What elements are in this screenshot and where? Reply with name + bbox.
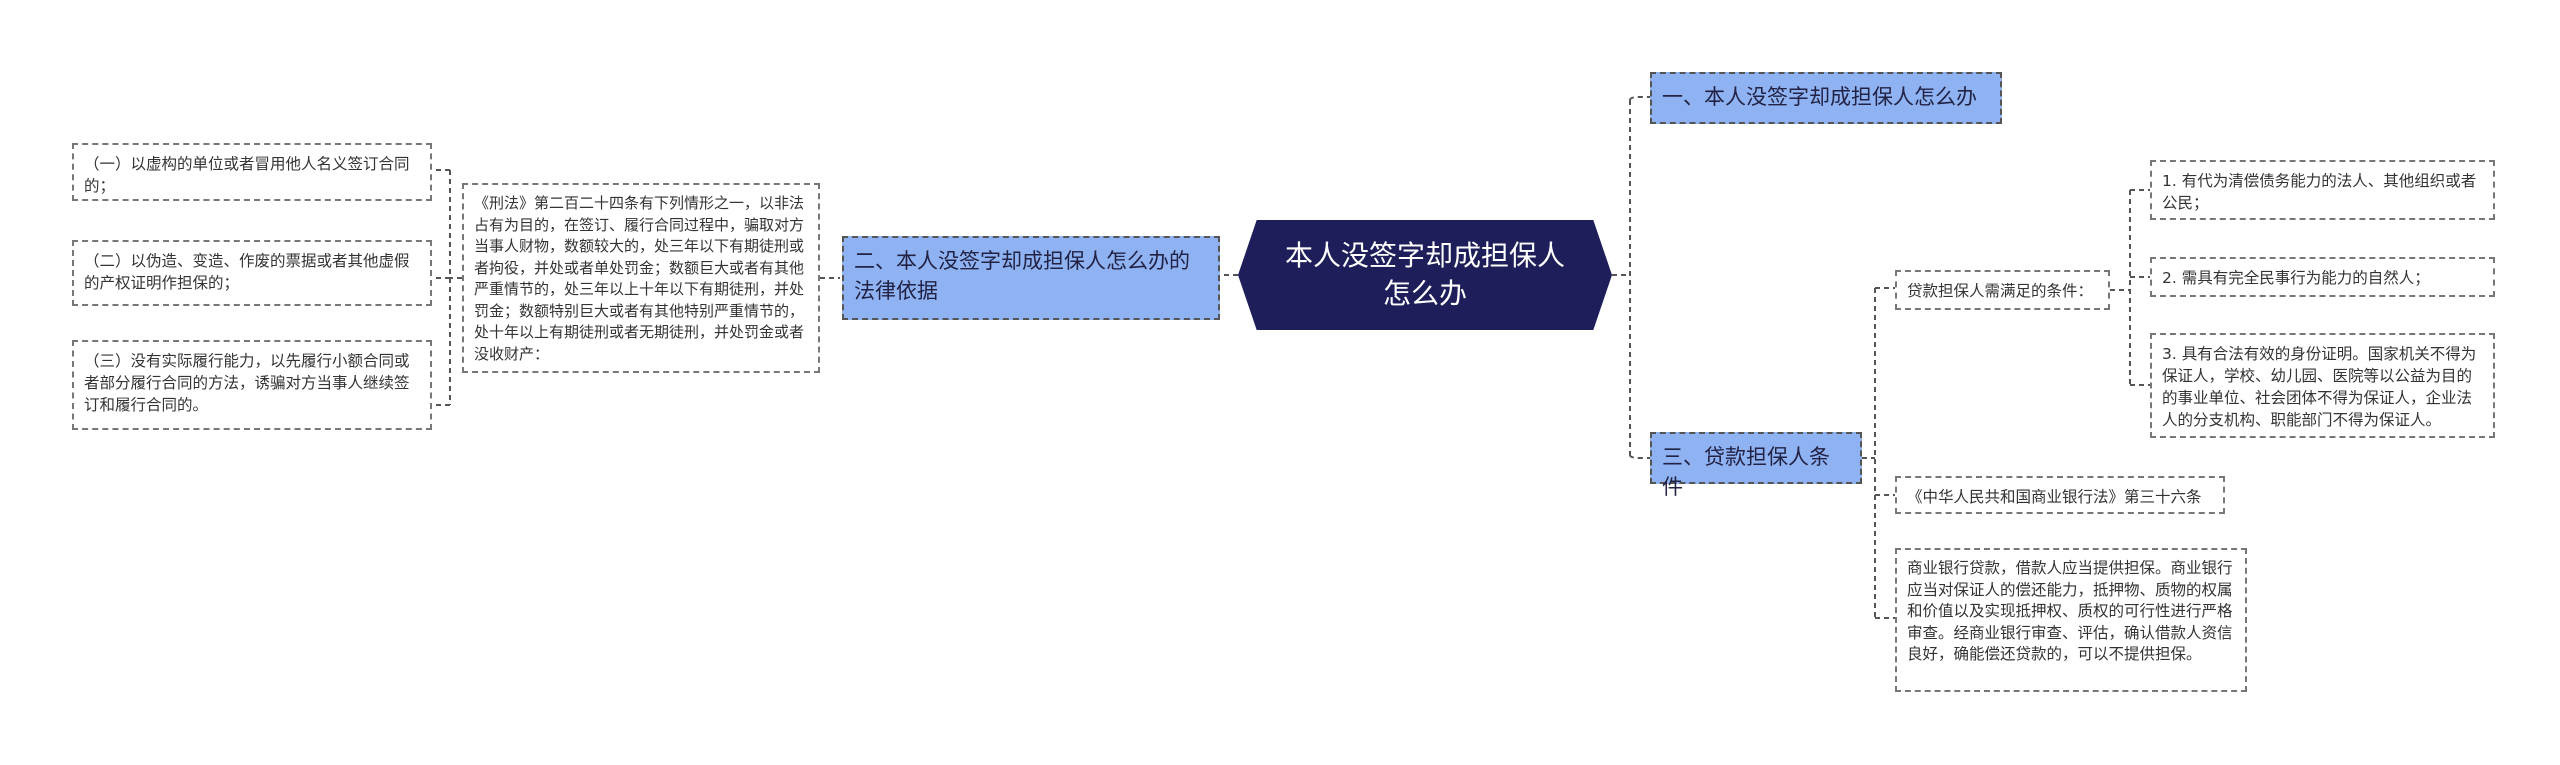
left-item-3[interactable]: （三）没有实际履行能力，以先履行小额合同或者部分履行合同的方法，诱骗对方当事人继… xyxy=(72,340,432,430)
condition-item-3-text: 3. 具有合法有效的身份证明。国家机关不得为保证人，学校、幼儿园、医院等以公益为… xyxy=(2162,345,2477,429)
bank-text-leaf[interactable]: 商业银行贷款，借款人应当提供担保。商业银行应当对保证人的偿还能力，抵押物、质物的… xyxy=(1895,548,2247,692)
root-node[interactable]: 本人没签字却成担保人怎么办 xyxy=(1238,220,1612,330)
branch-label-1: 一、本人没签字却成担保人怎么办 xyxy=(1662,85,1977,109)
criminal-law-text: 《刑法》第二百二十四条有下列情形之一，以非法占有为目的，在签订、履行合同过程中，… xyxy=(474,194,805,363)
condition-item-1[interactable]: 1. 有代为清偿债务能力的法人、其他组织或者公民； xyxy=(2150,160,2495,220)
conditions-title-leaf[interactable]: 贷款担保人需满足的条件： xyxy=(1895,270,2110,310)
condition-item-2-text: 2. 需具有完全民事行为能力的自然人； xyxy=(2162,269,2430,287)
bank-text-content: 商业银行贷款，借款人应当提供担保。商业银行应当对保证人的偿还能力，抵押物、质物的… xyxy=(1907,559,2233,663)
left-item-1-text: （一）以虚构的单位或者冒用他人名义签订合同的； xyxy=(84,155,410,195)
left-item-2[interactable]: （二）以伪造、变造、作废的票据或者其他虚假的产权证明作担保的； xyxy=(72,240,432,306)
bank-law-leaf[interactable]: 《中华人民共和国商业银行法》第三十六条 xyxy=(1895,476,2225,514)
left-item-3-text: （三）没有实际履行能力，以先履行小额合同或者部分履行合同的方法，诱骗对方当事人继… xyxy=(84,352,410,414)
bank-law-text: 《中华人民共和国商业银行法》第三十六条 xyxy=(1907,488,2202,506)
branch-label-2: 二、本人没签字却成担保人怎么办的法律依据 xyxy=(854,249,1190,303)
left-item-2-text: （二）以伪造、变造、作废的票据或者其他虚假的产权证明作担保的； xyxy=(84,252,410,292)
branch-label-3: 三、贷款担保人条件 xyxy=(1662,445,1830,499)
branch-node-3[interactable]: 三、贷款担保人条件 xyxy=(1650,432,1862,499)
condition-item-3[interactable]: 3. 具有合法有效的身份证明。国家机关不得为保证人，学校、幼儿园、医院等以公益为… xyxy=(2150,333,2495,438)
criminal-law-leaf[interactable]: 《刑法》第二百二十四条有下列情形之一，以非法占有为目的，在签订、履行合同过程中，… xyxy=(462,183,820,373)
branch-node-1[interactable]: 一、本人没签字却成担保人怎么办 xyxy=(1650,72,2002,124)
root-label: 本人没签字却成担保人怎么办 xyxy=(1284,239,1565,310)
left-item-1[interactable]: （一）以虚构的单位或者冒用他人名义签订合同的； xyxy=(72,143,432,201)
condition-item-1-text: 1. 有代为清偿债务能力的法人、其他组织或者公民； xyxy=(2162,172,2477,212)
branch-node-2[interactable]: 二、本人没签字却成担保人怎么办的法律依据 xyxy=(842,236,1220,320)
conditions-title-text: 贷款担保人需满足的条件： xyxy=(1907,282,2094,300)
condition-item-2[interactable]: 2. 需具有完全民事行为能力的自然人； xyxy=(2150,257,2495,297)
